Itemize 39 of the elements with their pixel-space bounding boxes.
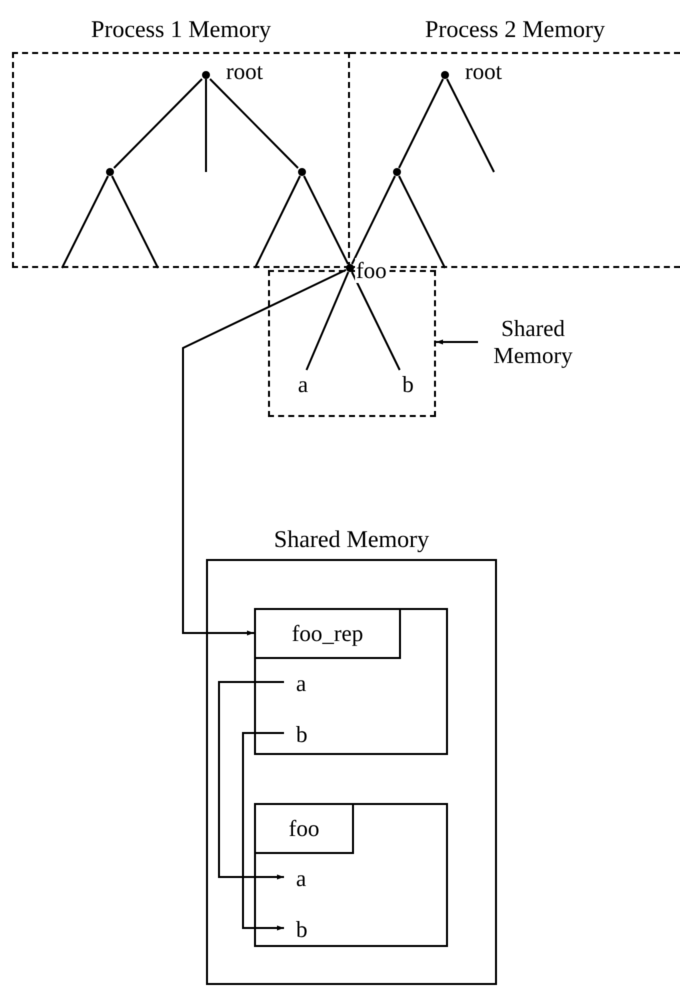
field-label: b — [286, 916, 314, 944]
region-heading: Process 2 Memory — [424, 18, 606, 42]
tree-branch-line — [113, 78, 203, 169]
tree-branch-line — [398, 78, 444, 168]
arrow — [242, 732, 284, 930]
node-label: root — [465, 60, 502, 83]
field-label: a — [294, 372, 312, 398]
tree-branch-line — [205, 79, 207, 172]
tree-node-dot — [298, 168, 306, 176]
tree-node-dot — [393, 168, 401, 176]
struct-header: foo — [256, 805, 354, 854]
tree-branch-line — [303, 176, 349, 264]
region-heading: Shared Memory — [272, 528, 430, 552]
tree-branch-line — [351, 176, 396, 264]
struct-box — [254, 803, 448, 947]
field-label: a — [286, 670, 314, 698]
tree-branch-line — [254, 176, 301, 268]
arrow — [218, 681, 284, 880]
arrow — [436, 340, 478, 344]
tree-branch-line — [61, 176, 109, 268]
tree-node-dot — [441, 71, 449, 79]
struct-header: foo_rep — [256, 610, 401, 659]
tree-node-dot — [106, 168, 114, 176]
tree-branch-line — [111, 176, 159, 268]
field-label: b — [399, 372, 417, 398]
tree-branch-line — [209, 78, 299, 169]
callout-label: Shared Memory — [478, 312, 588, 372]
node-label: root — [226, 60, 264, 83]
node-label: foo — [355, 258, 388, 283]
tree-branch-line — [398, 176, 446, 268]
field-label: b — [286, 721, 314, 749]
field-label: a — [286, 865, 314, 893]
struct-box — [254, 608, 448, 755]
arrow — [182, 269, 346, 636]
tree-branch-line — [351, 272, 401, 370]
region-heading: Process 1 Memory — [90, 18, 272, 42]
tree-branch-line — [306, 272, 350, 370]
tree-branch-line — [446, 78, 495, 172]
tree-node-dot — [202, 71, 210, 79]
